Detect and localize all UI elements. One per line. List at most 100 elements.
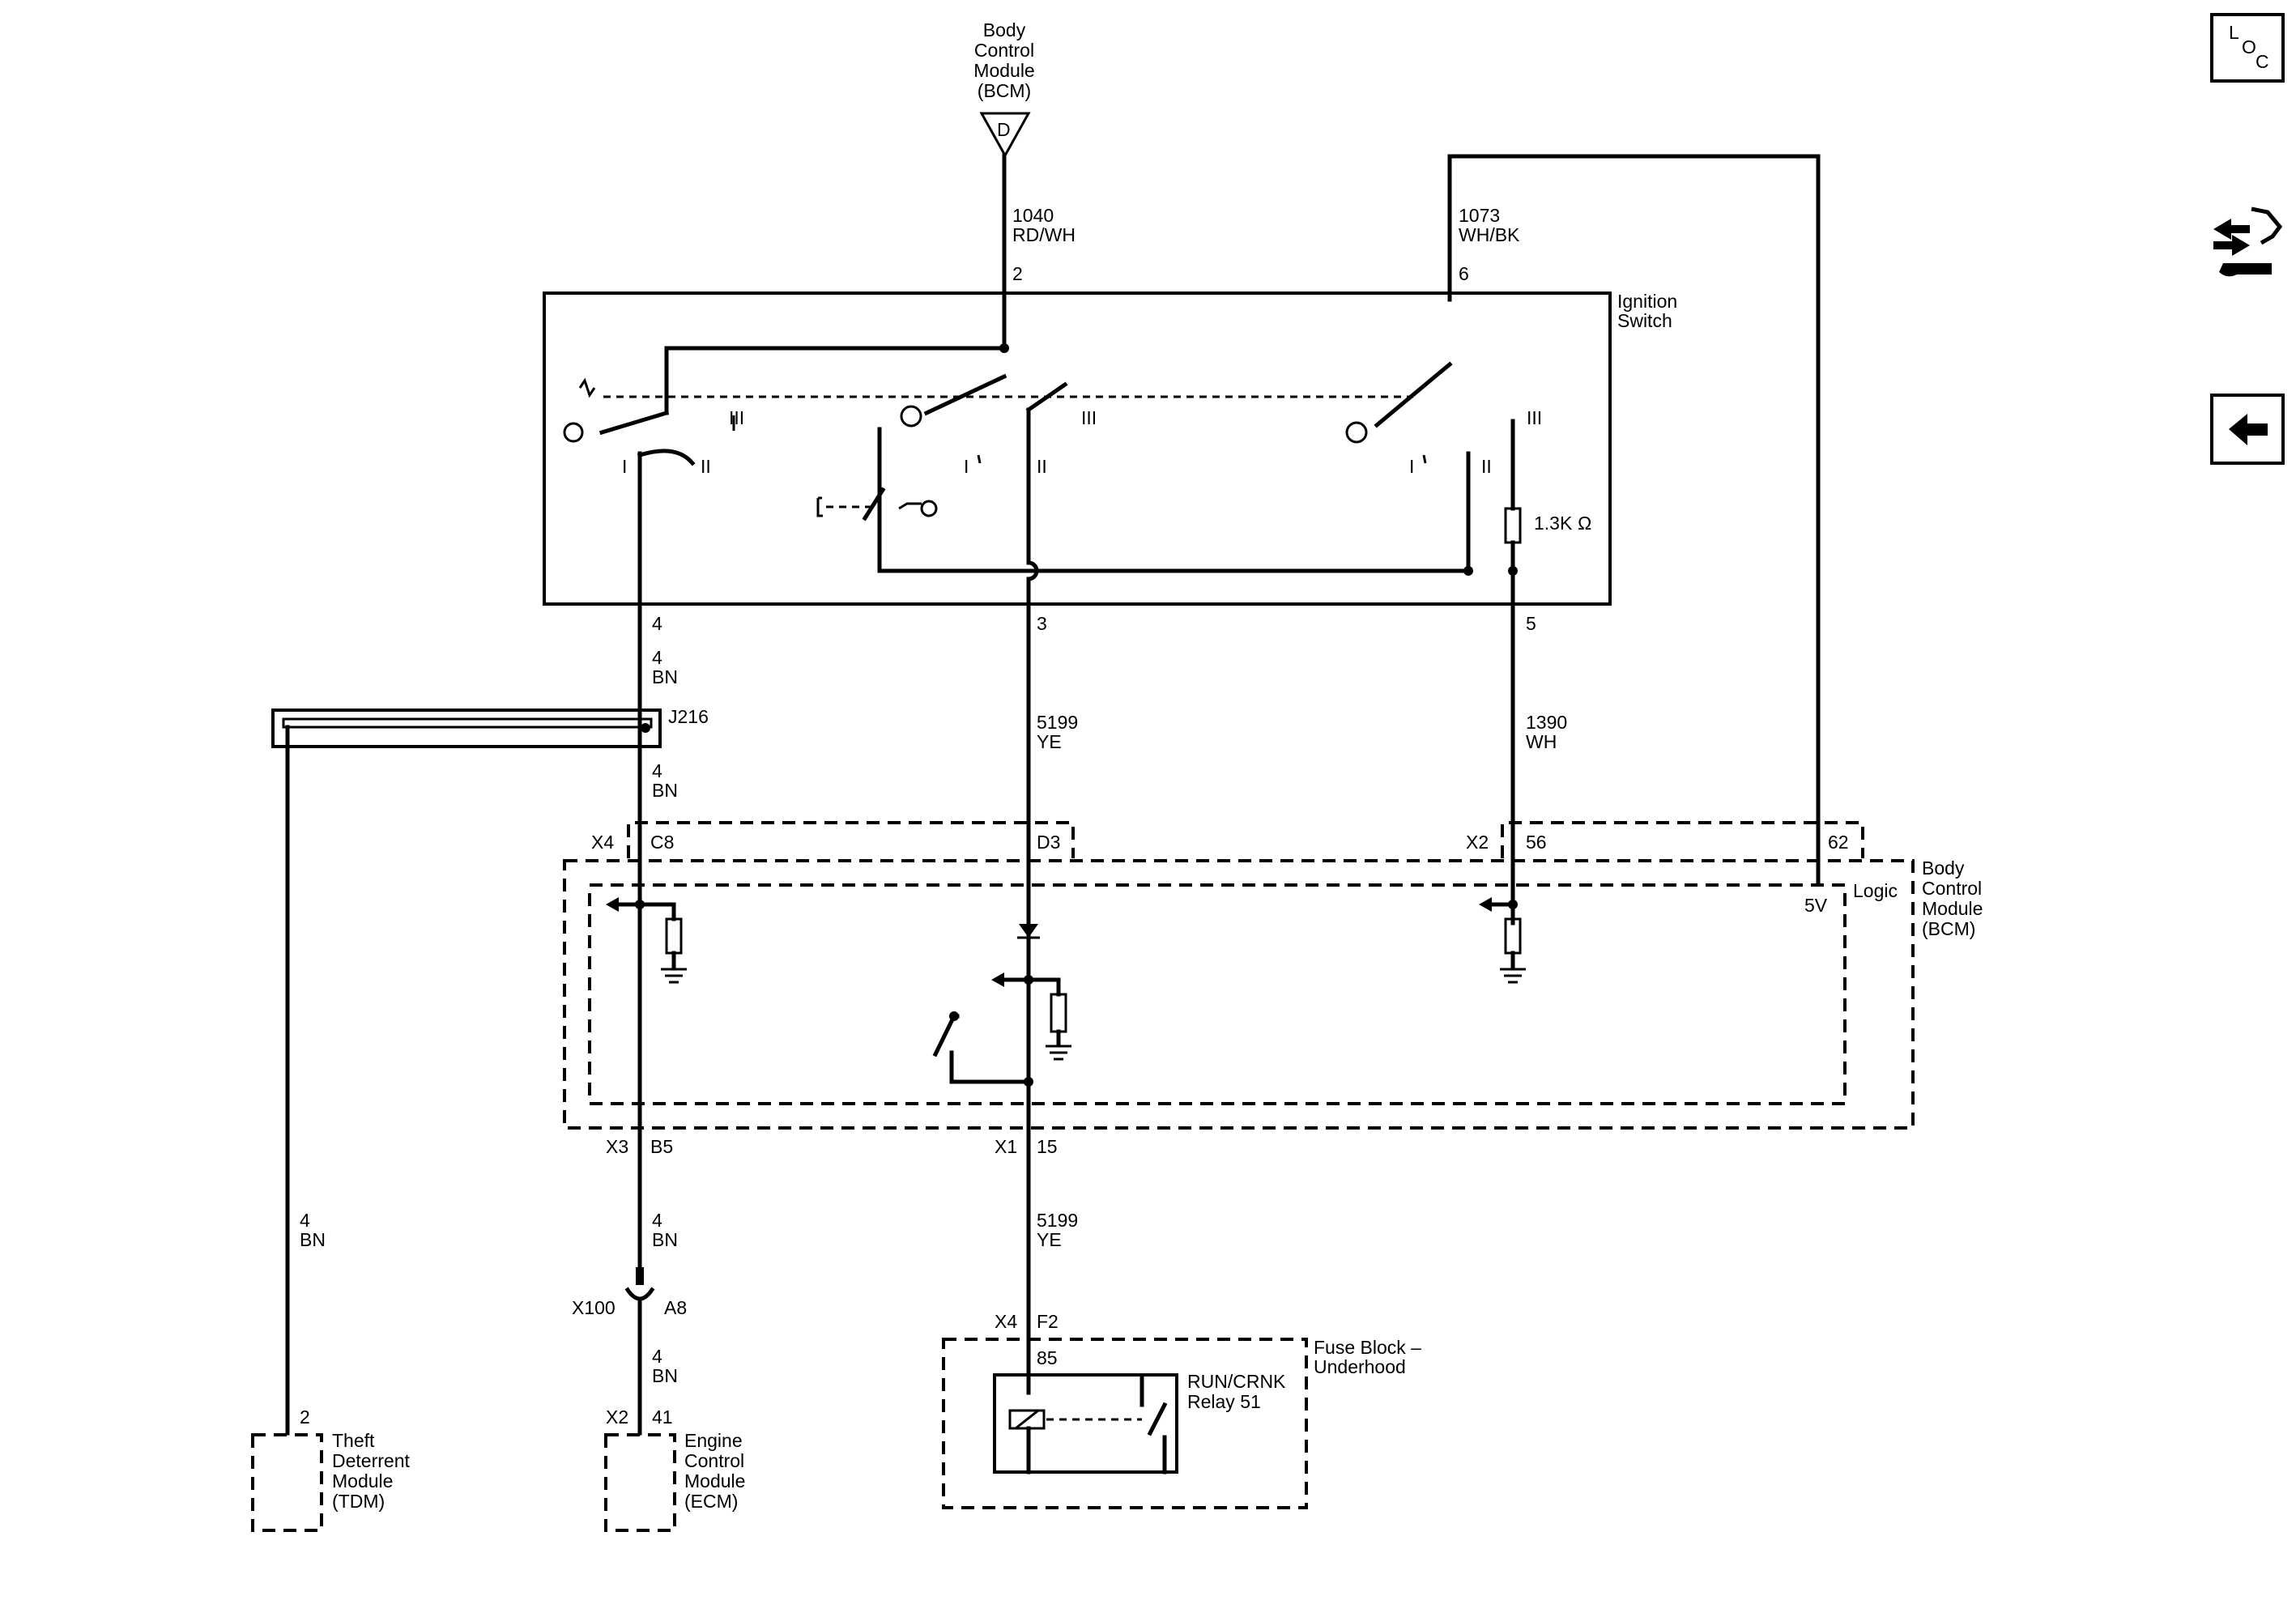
- wire-1073: [1447, 154, 1821, 887]
- pin-4-label: 4: [652, 613, 662, 634]
- svg-text:BN: BN: [652, 1365, 678, 1386]
- svg-text:X4: X4: [591, 832, 614, 853]
- svg-text:C: C: [2256, 51, 2269, 72]
- svg-text:BN: BN: [300, 1229, 326, 1250]
- svg-text:X100: X100: [572, 1297, 616, 1318]
- bcm-input-d3: [932, 924, 1071, 1087]
- svg-text:Control: Control: [974, 40, 1034, 61]
- svg-text:B5: B5: [650, 1136, 673, 1157]
- bcm-logic-box: [588, 883, 1847, 1105]
- svg-text:X4: X4: [995, 1311, 1017, 1332]
- wire-4-bn-label-1: 4 BN: [652, 647, 678, 687]
- svg-text:Body: Body: [1922, 857, 1965, 879]
- wire-4-bn-label-3: 4 BN: [652, 1210, 678, 1250]
- svg-text:II: II: [1481, 456, 1492, 477]
- svg-text:(BCM): (BCM): [1922, 918, 1975, 939]
- svg-text:6: 6: [1459, 263, 1469, 284]
- wire-5199-label-1: 5199 YE: [1037, 712, 1078, 752]
- fuse-block-label: Fuse Block – Underhood: [1314, 1337, 1421, 1377]
- wire-crossover: [1026, 451, 1039, 581]
- svg-text:5199: 5199: [1037, 1210, 1078, 1231]
- svg-text:62: 62: [1828, 832, 1849, 853]
- bcm-top-connector-triangle: [979, 112, 1031, 159]
- svg-text:BN: BN: [652, 666, 678, 687]
- bcm-input-56: [1479, 897, 1526, 984]
- svg-text:II: II: [1037, 456, 1047, 477]
- svg-text:5199: 5199: [1037, 712, 1078, 733]
- svg-text:Theft: Theft: [332, 1430, 375, 1451]
- svg-text:F2: F2: [1037, 1311, 1059, 1332]
- tdm-box: [251, 1433, 323, 1532]
- svg-text:BN: BN: [652, 1229, 678, 1250]
- wire-to-tdm-label: 4 BN: [300, 1210, 326, 1250]
- wire-5199-label-2: 5199 YE: [1037, 1210, 1078, 1250]
- svg-text:Engine: Engine: [684, 1430, 743, 1451]
- svg-text:2: 2: [1012, 263, 1023, 284]
- relay-label: RUN/CRNK Relay 51: [1187, 1371, 1286, 1412]
- svg-text:1073: 1073: [1459, 205, 1500, 226]
- resistor-1-3k-label: 1.3K Ω: [1534, 513, 1591, 534]
- bcm-outer-box: [563, 859, 1915, 1130]
- bcm-connector-x4: [627, 821, 1075, 858]
- bcm-input-c8: [606, 897, 687, 984]
- svg-text:Body: Body: [983, 19, 1026, 40]
- key-icon: [898, 500, 938, 517]
- svg-text:III: III: [729, 407, 744, 428]
- svg-text:WH/BK: WH/BK: [1459, 224, 1520, 245]
- svg-text:Module: Module: [1922, 898, 1983, 919]
- svg-text:Module: Module: [332, 1470, 393, 1491]
- svg-text:4: 4: [652, 1346, 662, 1367]
- back-button[interactable]: [2210, 394, 2285, 465]
- svg-text:YE: YE: [1037, 731, 1062, 752]
- svg-text:D3: D3: [1037, 832, 1060, 853]
- svg-text:X2: X2: [606, 1406, 628, 1428]
- svg-text:Control: Control: [684, 1450, 744, 1471]
- svg-text:Module: Module: [684, 1470, 745, 1491]
- svg-text:1390: 1390: [1526, 712, 1567, 733]
- svg-text:Relay 51: Relay 51: [1187, 1391, 1261, 1412]
- connector-repair-icon[interactable]: [2213, 206, 2283, 277]
- splice-j216-label: J216: [668, 706, 709, 727]
- svg-text:YE: YE: [1037, 1229, 1062, 1250]
- svg-text:Fuse Block –: Fuse Block –: [1314, 1337, 1421, 1358]
- ignition-switch-label: Ignition Switch: [1617, 291, 1677, 331]
- svg-text:C8: C8: [650, 832, 674, 853]
- svg-text:II: II: [701, 456, 711, 477]
- bcm-top-label: Body Control Module (BCM): [973, 19, 1034, 101]
- svg-text:III: III: [1527, 407, 1542, 428]
- svg-text:2: 2: [300, 1406, 310, 1428]
- fuse-block-box: [942, 1338, 1308, 1509]
- svg-text:Module: Module: [973, 60, 1034, 81]
- svg-text:1040: 1040: [1012, 205, 1054, 226]
- svg-text:4: 4: [300, 1210, 310, 1231]
- svg-text:56: 56: [1526, 832, 1547, 853]
- svg-text:85: 85: [1037, 1347, 1058, 1368]
- ignition-switch-section-2: I II III: [816, 373, 1471, 573]
- svg-text:4: 4: [652, 647, 662, 668]
- svg-text:O: O: [2242, 36, 2256, 57]
- svg-text:(TDM): (TDM): [332, 1491, 385, 1512]
- ignition-switch-box: [543, 291, 1612, 606]
- pin-5-label: 5: [1526, 613, 1536, 634]
- svg-text:L: L: [2229, 22, 2239, 43]
- five-v-label: 5V: [1804, 895, 1828, 916]
- inline-connector-x100: X100 A8: [572, 1267, 687, 1410]
- svg-text:Underhood: Underhood: [1314, 1356, 1406, 1377]
- svg-text:Switch: Switch: [1617, 310, 1672, 331]
- svg-text:41: 41: [652, 1406, 673, 1428]
- wire-4-bn-label-4: 4 BN: [652, 1346, 678, 1386]
- svg-text:X2: X2: [1466, 832, 1489, 853]
- svg-text:15: 15: [1037, 1136, 1058, 1157]
- svg-text:Deterrent: Deterrent: [332, 1450, 410, 1471]
- svg-text:BN: BN: [652, 780, 678, 801]
- tdm-label: Theft Deterrent Module (TDM): [332, 1430, 410, 1512]
- back-arrow-icon: [2229, 414, 2268, 445]
- wire-1390-label: 1390 WH: [1526, 712, 1567, 752]
- ecm-label: Engine Control Module (ECM): [684, 1430, 745, 1512]
- svg-text:RD/WH: RD/WH: [1012, 224, 1076, 245]
- bcm-top-connector-letter: D: [997, 119, 1011, 140]
- loc-button[interactable]: L O C: [2210, 13, 2285, 83]
- svg-text:4: 4: [652, 1210, 662, 1231]
- logic-label: Logic: [1853, 880, 1898, 901]
